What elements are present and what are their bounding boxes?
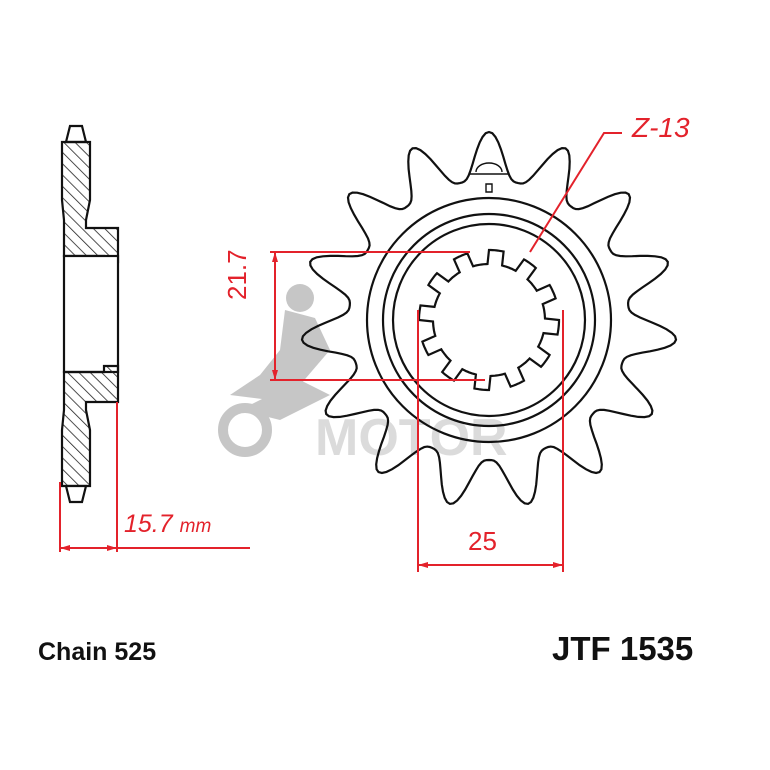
hub-circle-3 bbox=[391, 222, 587, 418]
inner-diameter-dimension: 21.7 bbox=[222, 249, 253, 300]
thickness-unit: mm bbox=[179, 516, 212, 537]
watermark-rider-logo: MOTOR bbox=[215, 284, 508, 467]
spline-width-dimension: 25 bbox=[468, 526, 497, 556]
side-section-view bbox=[60, 124, 120, 504]
part-number: JTF 1535 bbox=[552, 630, 694, 667]
hub-circle-1 bbox=[365, 196, 613, 444]
thickness-value: 15.7 bbox=[124, 510, 173, 538]
chain-size-label: Chain 525 bbox=[38, 638, 157, 666]
sprocket-front-view bbox=[300, 130, 678, 506]
thickness-dimension: 15.7 mm bbox=[124, 510, 211, 539]
dimension-arrows bbox=[60, 252, 563, 568]
hub-circle-2 bbox=[381, 212, 597, 428]
svg-text:MOTOR: MOTOR bbox=[315, 409, 508, 467]
maker-logo-icon bbox=[470, 162, 508, 193]
spline-hole bbox=[417, 248, 561, 392]
tooth-count-leader bbox=[529, 132, 622, 253]
sprocket-teeth-outline bbox=[300, 130, 678, 506]
tooth-count-label: Z-13 bbox=[632, 112, 690, 143]
dimension-lines bbox=[59, 132, 622, 572]
inner-diameter-value: 21.7 bbox=[222, 249, 252, 300]
